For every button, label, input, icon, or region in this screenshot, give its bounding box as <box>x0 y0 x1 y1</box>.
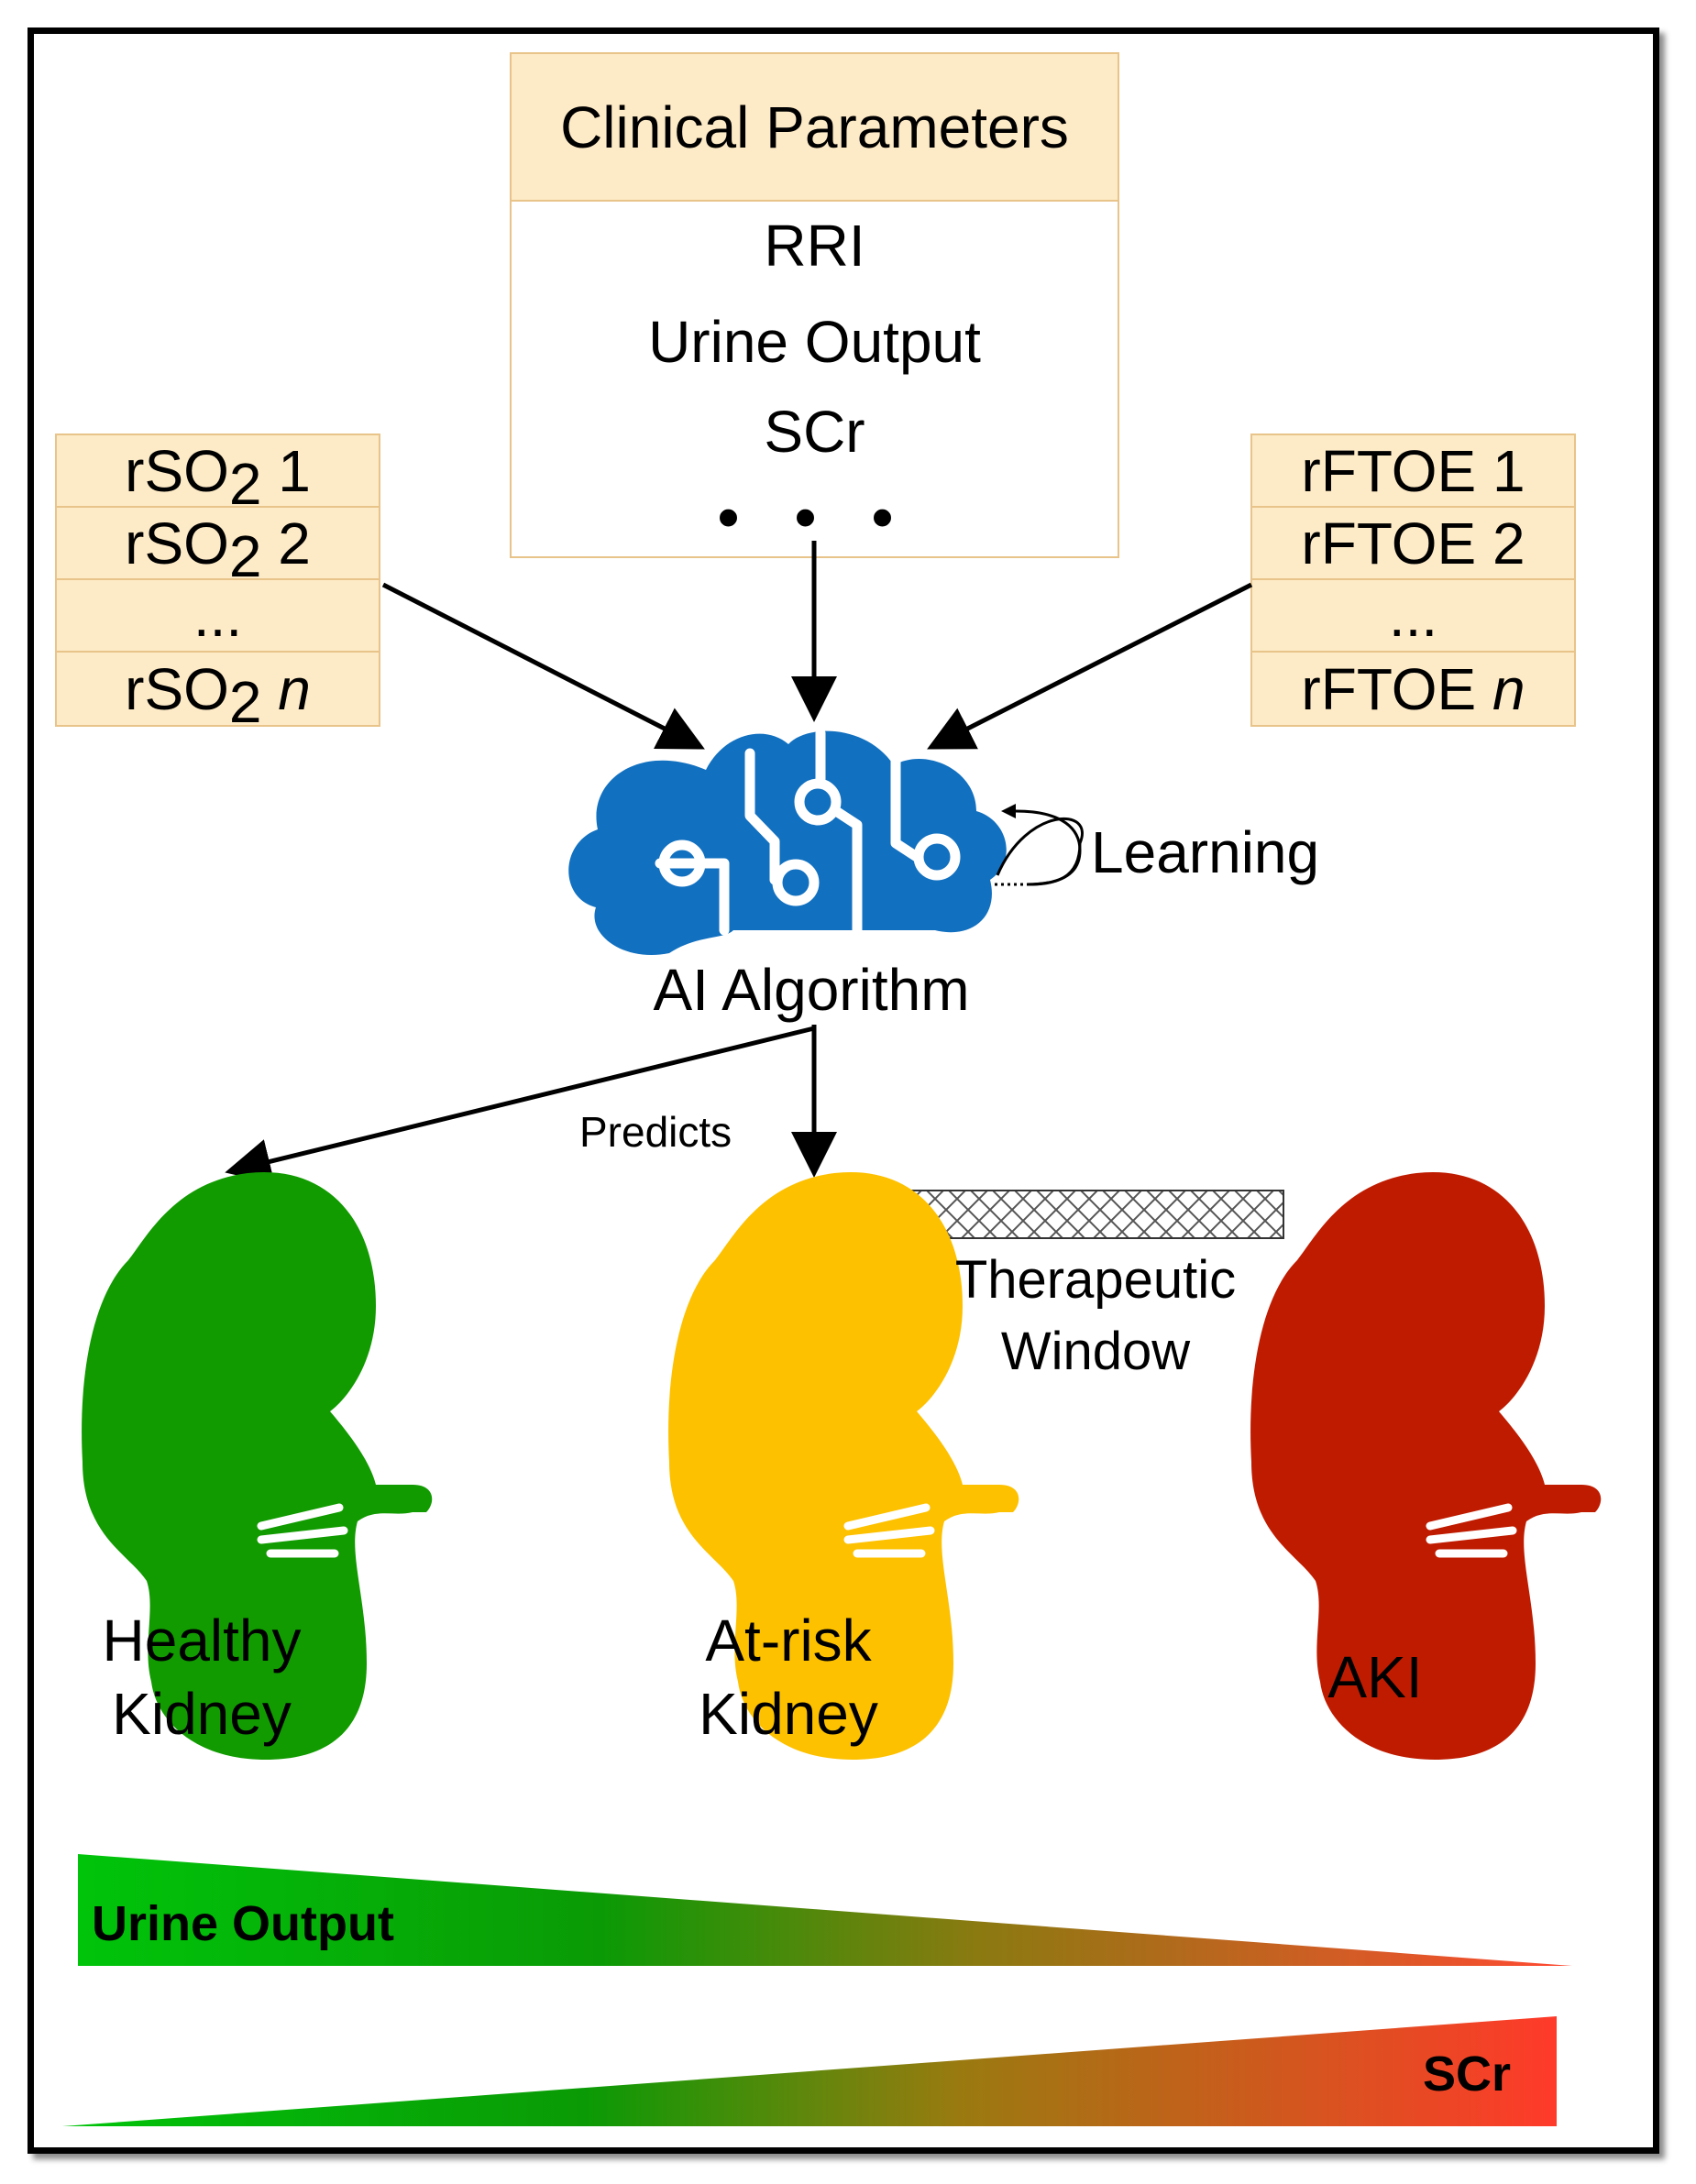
at-risk-kidney-line1: At-risk <box>705 1608 872 1674</box>
therapeutic-window-line2: Window <box>1000 1322 1191 1382</box>
healthy-kidney-icon <box>82 1171 433 1760</box>
arrow-rftoe-to-ai <box>927 582 1253 750</box>
aki-label: AKI <box>1327 1644 1423 1710</box>
therapeutic-window-bar <box>909 1190 1284 1239</box>
rso2-row-ellipsis: ... <box>57 580 379 653</box>
at-risk-kidney-label: At-risk Kidney <box>642 1604 935 1750</box>
ai-algorithm-label: AI Algorithm <box>653 957 970 1023</box>
rftoe-row-ellipsis: ... <box>1252 580 1574 653</box>
at-risk-kidney-line2: Kidney <box>699 1681 878 1747</box>
healthy-kidney-line2: Kidney <box>112 1681 292 1747</box>
clinical-ellipsis: • • • <box>717 481 912 553</box>
predicts-label: Predicts <box>579 1108 732 1156</box>
urine-output-bar <box>78 1854 1572 1966</box>
aki-kidney-icon <box>1250 1171 1602 1760</box>
urine-output-bar-label: Urine Output <box>92 1896 394 1951</box>
therapeutic-window-label: Therapeutic Window <box>908 1245 1283 1388</box>
healthy-kidney-label: Healthy Kidney <box>55 1604 348 1750</box>
at-risk-kidney-icon <box>668 1171 1019 1760</box>
rftoe-row-1: rFTOE 1 <box>1252 435 1574 508</box>
clinical-item-scr: SCr <box>764 399 865 465</box>
therapeutic-window-line1: Therapeutic <box>954 1250 1237 1310</box>
learning-loop-return <box>1001 804 1016 818</box>
rftoe-row-n: rFTOE n <box>1301 655 1525 722</box>
scr-bar <box>62 2016 1557 2126</box>
arrow-ai-to-healthy <box>225 1026 815 1184</box>
scr-bar-label: SCr <box>1423 2047 1512 2102</box>
healthy-kidney-line1: Healthy <box>102 1608 302 1674</box>
learning-label: Learning <box>1091 819 1320 885</box>
clinical-item-rri: RRI <box>764 213 865 279</box>
ai-brain-icon <box>568 728 1007 955</box>
clinical-parameters-title: Clinical Parameters <box>512 54 1118 202</box>
clinical-item-urine-output: Urine Output <box>648 309 981 375</box>
rftoe-stack: rFTOE 1 rFTOE 2 ... rFTOE n <box>1250 434 1576 727</box>
figure-frame <box>28 27 1659 2154</box>
rftoe-row-2: rFTOE 2 <box>1252 508 1574 580</box>
arrow-rso2-to-ai <box>381 582 705 750</box>
